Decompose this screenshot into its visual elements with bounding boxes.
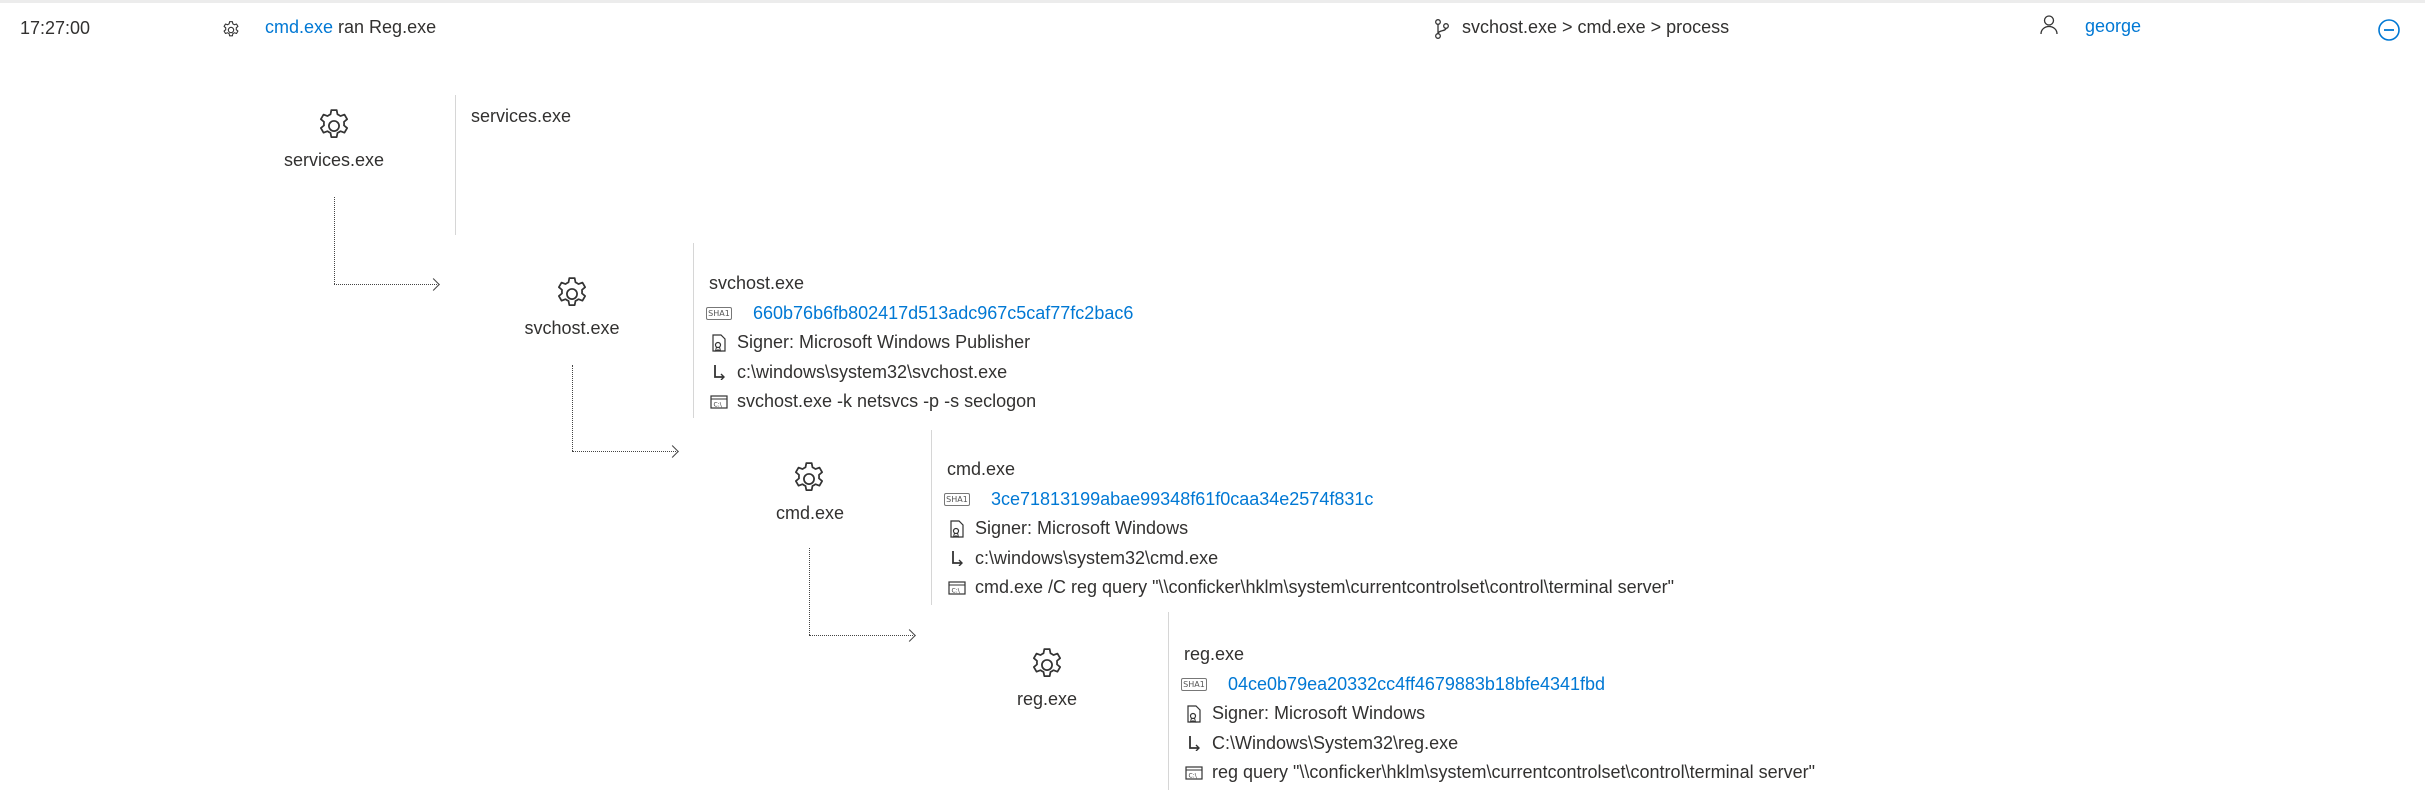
- detail-divider: [693, 243, 694, 418]
- gear-icon: [319, 109, 349, 138]
- collapse-icon[interactable]: [2377, 18, 2401, 42]
- signer-text: Signer: Microsoft Windows: [1212, 703, 1426, 723]
- gear-icon: [794, 462, 824, 491]
- process-name: cmd.exe: [947, 459, 1016, 479]
- process-node-label[interactable]: svchost.exe: [524, 318, 620, 338]
- tree-connector: [809, 635, 913, 636]
- process-tree-icon: [1435, 19, 1449, 39]
- command-text: cmd.exe /C reg query "\\conficker\hklm\s…: [975, 577, 1675, 597]
- event-description: ran Reg.exe: [333, 17, 437, 37]
- command-text: svchost.exe -k netsvcs -p -s seclogon: [737, 391, 1037, 411]
- path-text: c:\windows\system32\cmd.exe: [975, 547, 1219, 568]
- svg-text:C:\: C:\: [952, 587, 961, 594]
- hash-icon: SHA1: [944, 492, 970, 506]
- signer-text: Signer: Microsoft Windows: [975, 518, 1189, 538]
- process-node-label[interactable]: reg.exe: [1016, 689, 1078, 709]
- process-node-label[interactable]: cmd.exe: [775, 503, 845, 523]
- tree-connector: [572, 365, 573, 451]
- path-row: C:\Windows\System32\reg.exe: [1184, 729, 1815, 759]
- signer-row: Signer: Microsoft Windows Publisher: [709, 328, 1133, 358]
- process-path: svchost.exe > cmd.exe > process: [1462, 17, 1730, 37]
- top-border: [0, 0, 2425, 3]
- tree-connector: [572, 451, 676, 452]
- event-time: 17:27:00: [20, 18, 91, 38]
- command-row: C:\ reg query "\\conficker\hklm\system\c…: [1184, 758, 1815, 788]
- process-details-services: services.exe: [471, 102, 571, 132]
- process-name: svchost.exe: [709, 273, 805, 293]
- tree-connector: [809, 548, 810, 635]
- command-line-icon: C:\: [947, 578, 967, 598]
- process-name: services.exe: [471, 106, 572, 126]
- path-text: C:\Windows\System32\reg.exe: [1212, 732, 1459, 753]
- svg-text:C:\: C:\: [714, 401, 723, 408]
- detail-divider: [931, 430, 932, 605]
- command-line-icon: C:\: [1184, 763, 1204, 783]
- sha1-link[interactable]: 04ce0b79ea20332cc4ff4679883b18bfe4341fbd: [1228, 673, 1606, 694]
- svg-text:C:\: C:\: [1189, 772, 1198, 779]
- certificate-icon: [947, 519, 967, 539]
- certificate-icon: [1184, 704, 1204, 724]
- arrow-right-icon: [666, 445, 679, 458]
- arrow-right-icon: [427, 278, 440, 291]
- process-details-svchost: svchost.exe SHA1 660b76b6fb802417d513adc…: [706, 269, 1134, 417]
- folder-path-icon: [709, 362, 729, 382]
- tree-connector: [334, 284, 437, 285]
- path-row: c:\windows\system32\cmd.exe: [947, 544, 1674, 574]
- user-icon: [2040, 15, 2058, 35]
- command-row: C:\ cmd.exe /C reg query "\\conficker\hk…: [947, 573, 1674, 603]
- process-node-label[interactable]: services.exe: [283, 150, 385, 170]
- signer-row: Signer: Microsoft Windows: [947, 514, 1674, 544]
- arrow-right-icon: [903, 629, 916, 642]
- signer-row: Signer: Microsoft Windows: [1184, 699, 1815, 729]
- sha1-link[interactable]: 660b76b6fb802417d513adc967c5caf77fc2bac6: [753, 302, 1134, 323]
- sha1-row: SHA1 660b76b6fb802417d513adc967c5caf77fc…: [706, 299, 1134, 329]
- detail-divider: [455, 95, 456, 235]
- hash-icon: SHA1: [1181, 677, 1207, 691]
- event-subject-link[interactable]: cmd.exe: [265, 17, 334, 37]
- detail-divider: [1168, 612, 1169, 790]
- certificate-icon: [709, 333, 729, 353]
- command-text: reg query "\\conficker\hklm\system\curre…: [1212, 762, 1815, 782]
- folder-path-icon: [947, 548, 967, 568]
- gear-icon: [1032, 648, 1062, 677]
- signer-text: Signer: Microsoft Windows Publisher: [737, 332, 1031, 352]
- gear-icon: [223, 21, 239, 37]
- process-name: reg.exe: [1184, 644, 1245, 664]
- event-title: cmd.exe ran Reg.exe: [265, 17, 436, 38]
- sha1-link[interactable]: 3ce71813199abae99348f61f0caa34e2574f831c: [991, 488, 1374, 509]
- path-text: c:\windows\system32\svchost.exe: [737, 361, 1008, 382]
- process-details-cmd: cmd.exe SHA1 3ce71813199abae99348f61f0ca…: [944, 455, 1674, 603]
- sha1-row: SHA1 04ce0b79ea20332cc4ff4679883b18bfe43…: [1181, 670, 1815, 700]
- process-details-reg: reg.exe SHA1 04ce0b79ea20332cc4ff4679883…: [1181, 640, 1815, 788]
- path-row: c:\windows\system32\svchost.exe: [709, 358, 1133, 388]
- command-row: C:\ svchost.exe -k netsvcs -p -s seclogo…: [709, 387, 1133, 417]
- tree-connector: [334, 197, 335, 284]
- folder-path-icon: [1184, 733, 1204, 753]
- gear-icon: [557, 277, 587, 306]
- sha1-row: SHA1 3ce71813199abae99348f61f0caa34e2574…: [944, 485, 1674, 515]
- command-line-icon: C:\: [709, 392, 729, 412]
- user-link[interactable]: george: [2085, 16, 2142, 36]
- hash-icon: SHA1: [706, 306, 732, 320]
